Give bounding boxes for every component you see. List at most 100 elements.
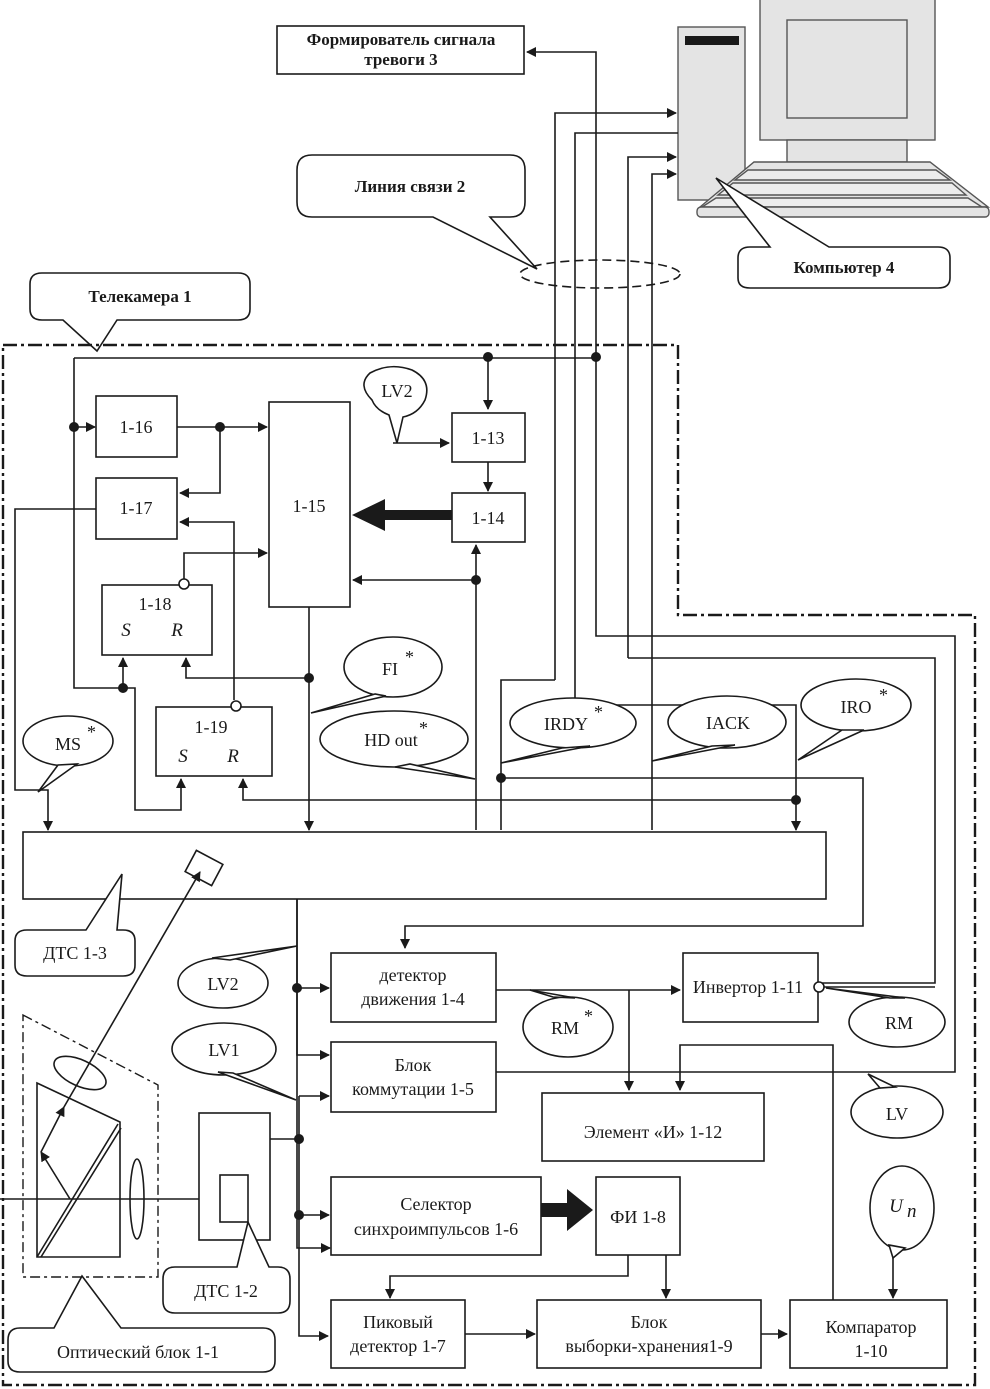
svg-text:1-19: 1-19 [195, 717, 228, 737]
svg-text:ДТС 1-2: ДТС 1-2 [194, 1281, 258, 1301]
sensor-dts-1-2 [198, 1112, 271, 1241]
block-sync-selector-1-6: Селектор синхроимпульсов 1-6 [330, 1176, 542, 1256]
svg-text:Блок: Блок [631, 1312, 668, 1332]
block-comparator-1-10: Компаратор 1-10 [789, 1299, 948, 1369]
svg-text:U: U [889, 1196, 904, 1217]
svg-text:1-13: 1-13 [472, 428, 505, 448]
signal-ms: MS * [22, 715, 114, 793]
bus-lines [526, 47, 678, 830]
svg-text:Формирователь сигнала: Формирователь сигнала [307, 30, 496, 49]
signal-iack: IACK [651, 695, 787, 762]
block-fi-1-8: ФИ 1-8 [595, 1176, 681, 1256]
svg-text:п: п [907, 1201, 917, 1222]
svg-text:движения 1-4: движения 1-4 [361, 989, 465, 1009]
svg-text:*: * [419, 718, 428, 738]
signal-lv1: LV1 [171, 1022, 297, 1101]
svg-text:Инвертор 1-11: Инвертор 1-11 [693, 977, 803, 997]
svg-text:Блок: Блок [395, 1055, 432, 1075]
svg-text:1-18: 1-18 [139, 594, 172, 614]
camera-label: Телекамера 1 [88, 287, 191, 306]
callout-computer: Компьютер 4 [715, 177, 951, 289]
svg-text:1-10: 1-10 [855, 1341, 888, 1361]
svg-text:тревоги 3: тревоги 3 [364, 50, 437, 69]
svg-text:S: S [178, 746, 188, 767]
callout-dts-1-2: ДТС 1-2 [162, 1219, 291, 1314]
block-1-16: 1-16 [95, 395, 178, 458]
svg-text:*: * [87, 722, 96, 742]
optical-block [0, 871, 216, 1278]
signal-lv2-top: LV2 [363, 365, 428, 444]
svg-text:*: * [594, 702, 603, 722]
svg-text:ДТС 1-3: ДТС 1-3 [43, 943, 107, 963]
bus-arrow-6-8 [541, 1189, 593, 1231]
svg-text:LV2: LV2 [381, 381, 412, 401]
block-1-17: 1-17 [95, 477, 178, 540]
signal-rm-star: RM * [522, 989, 614, 1058]
svg-text:R: R [226, 746, 239, 767]
svg-text:Селектор: Селектор [400, 1194, 471, 1214]
svg-text:*: * [879, 685, 888, 705]
svg-text:1-17: 1-17 [120, 498, 153, 518]
svg-text:IRDY: IRDY [544, 714, 588, 734]
callout-dts-1-3: ДТС 1-3 [14, 873, 136, 977]
svg-text:LV2: LV2 [207, 974, 238, 994]
signal-hd-out: HD out * [319, 710, 476, 780]
svg-text:детектор: детектор [379, 965, 446, 985]
alarm-former-block: Формирователь сигнала тревоги 3 [276, 25, 525, 75]
svg-text:синхроимпульсов 1-6: синхроимпульсов 1-6 [354, 1219, 518, 1239]
callout-camera: Телекамера 1 [29, 272, 251, 353]
block-and-element-1-12: Элемент «И» 1-12 [541, 1092, 765, 1162]
svg-text:Элемент «И» 1-12: Элемент «И» 1-12 [584, 1122, 723, 1142]
block-1-15: 1-15 [268, 401, 351, 608]
computer-label: Компьютер 4 [794, 258, 895, 277]
svg-text:LV1: LV1 [208, 1040, 239, 1060]
svg-text:Пиковый: Пиковый [363, 1312, 433, 1332]
signal-rm: RM [825, 987, 946, 1048]
svg-text:RM: RM [885, 1013, 913, 1033]
callout-optical-block: Оптический блок 1-1 [7, 1274, 276, 1373]
block-1-13: 1-13 [451, 412, 526, 463]
svg-text:1-14: 1-14 [472, 508, 505, 528]
svg-text:R: R [170, 620, 183, 641]
block-peak-detector-1-7: Пиковый детектор 1-7 [330, 1299, 466, 1369]
svg-text:детектор 1-7: детектор 1-7 [350, 1336, 446, 1356]
block-1-18: 1-18 S R [101, 584, 213, 656]
bus-arrow-14-15 [352, 499, 452, 531]
link-label: Линия связи 2 [355, 177, 466, 196]
svg-text:коммутации 1-5: коммутации 1-5 [352, 1079, 474, 1099]
signal-lv: LV [850, 1073, 944, 1139]
svg-text:IACK: IACK [706, 713, 750, 733]
callout-link: Линия связи 2 [296, 154, 538, 270]
block-1-19: 1-19 S R [155, 706, 273, 777]
signal-un: U п [869, 1165, 935, 1260]
svg-text:Компаратор: Компаратор [826, 1317, 917, 1337]
signal-lv2-mid: LV2 [177, 945, 298, 1009]
svg-text:S: S [121, 620, 131, 641]
sensor-dts-1-3 [22, 831, 827, 900]
svg-text:MS: MS [55, 734, 81, 754]
block-motion-detector-1-4: детектор движения 1-4 [330, 952, 497, 1023]
camera-boundary [1, 343, 977, 1387]
svg-text:IRO: IRO [841, 697, 872, 717]
svg-text:выборки-хранения1-9: выборки-хранения1-9 [565, 1336, 732, 1356]
block-switching-1-5: Блок коммутации 1-5 [330, 1041, 497, 1113]
svg-text:Оптический блок 1-1: Оптический блок 1-1 [57, 1342, 219, 1362]
svg-text:1-16: 1-16 [120, 417, 153, 437]
block-1-14: 1-14 [451, 492, 526, 543]
svg-text:*: * [405, 647, 414, 667]
block-sample-hold-1-9: Блок выборки-хранения1-9 [536, 1299, 762, 1369]
signal-irdy: IRDY * [500, 697, 637, 764]
svg-text:FI: FI [382, 659, 398, 679]
signal-fi: FI * [310, 636, 443, 714]
block-inverter-1-11: Инвертор 1-11 [682, 952, 819, 1023]
svg-text:ФИ 1-8: ФИ 1-8 [610, 1207, 666, 1227]
svg-text:RM: RM [551, 1018, 579, 1038]
computer-icon [677, 0, 990, 218]
signal-iro: IRO * [797, 678, 912, 761]
svg-text:HD out: HD out [364, 730, 418, 750]
svg-text:1-15: 1-15 [293, 496, 326, 516]
link-bundle-ellipse [519, 259, 681, 289]
svg-text:LV: LV [886, 1104, 908, 1124]
svg-text:*: * [584, 1006, 593, 1026]
